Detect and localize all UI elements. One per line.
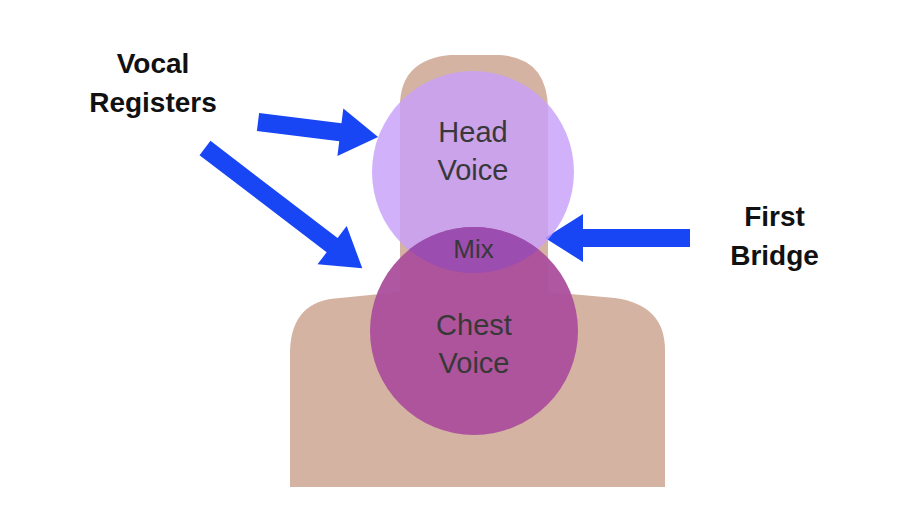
circle-outline (370, 227, 578, 435)
circle-outline (372, 71, 574, 273)
callout-label: Vocal Registers (68, 44, 238, 122)
register-name: Chest Voice (412, 307, 537, 382)
lens-outline (409, 227, 538, 273)
register-name: Mix (411, 233, 536, 267)
callout-label: First Bridge (712, 197, 837, 275)
callout-arrow (545, 214, 690, 262)
callout-arrow (190, 129, 376, 287)
register-name: Head Voice (410, 114, 535, 189)
callout-arrow (255, 98, 381, 161)
overlap-region: Mix (409, 227, 538, 273)
